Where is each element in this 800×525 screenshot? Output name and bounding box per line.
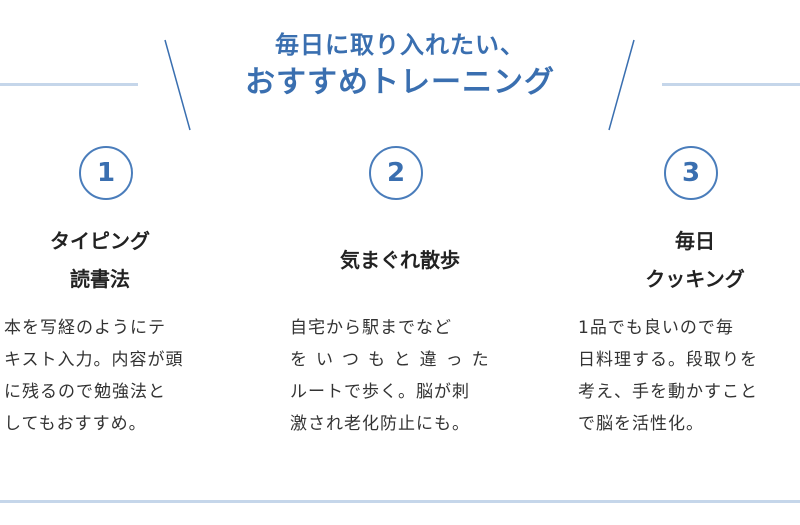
item-description-3-line-4: で脳を活性化。 xyxy=(578,414,704,434)
item-description-2-line-3: ルートで歩く。脳が刺 xyxy=(290,382,470,402)
number-badge-2: 2 xyxy=(369,146,423,200)
item-title-3: 毎日 クッキング xyxy=(590,222,800,298)
decorative-line-bottom xyxy=(0,500,800,503)
slash-left xyxy=(164,39,191,131)
item-description-1-line-2: キスト入力。内容が頭 xyxy=(4,350,184,370)
item-description-3-line-2: 日料理する。段取りを xyxy=(578,350,758,370)
item-description-3-line-1: 1品でも良いので毎 xyxy=(578,318,734,338)
item-description-2-line-4: 激され老化防止にも。 xyxy=(290,414,470,434)
item-description-3-line-3: 考え、手を動かすこと xyxy=(578,382,758,402)
item-title-3-line-1: 毎日 xyxy=(675,229,715,253)
page-heading: 毎日に取り入れたい、 おすすめトレーニング xyxy=(190,28,610,104)
number-badge-3: 3 xyxy=(664,146,718,200)
heading-line-2: おすすめトレーニング xyxy=(245,65,555,100)
item-description-1-line-3: に残るので勉強法と xyxy=(4,382,166,402)
heading-line-1: 毎日に取り入れたい、 xyxy=(275,31,525,59)
item-description-2: 自宅から駅までなど をいつもと違った ルートで歩く。脳が刺 激され老化防止にも。 xyxy=(290,312,515,440)
item-description-1-line-4: してもおすすめ。 xyxy=(4,414,147,434)
item-description-1: 本を写経のようにテ キスト入力。内容が頭 に残るので勉強法と してもおすすめ。 xyxy=(4,312,224,440)
number-badge-1: 1 xyxy=(79,146,133,200)
item-description-3: 1品でも良いので毎 日料理する。段取りを 考え、手を動かすこと で脳を活性化。 xyxy=(578,312,800,440)
item-title-1-line-1: タイピング xyxy=(50,229,150,253)
decorative-line-right xyxy=(662,83,800,86)
item-description-1-line-1: 本を写経のようにテ xyxy=(4,318,166,338)
item-description-2-line-2: をいつもと違った xyxy=(290,350,498,370)
item-title-1-line-2: 読書法 xyxy=(70,267,130,291)
item-title-3-line-2: クッキング xyxy=(645,267,745,291)
decorative-line-left xyxy=(0,83,138,86)
item-description-2-line-1: 自宅から駅までなど xyxy=(290,318,452,338)
item-title-1: タイピング 読書法 xyxy=(0,222,200,298)
slash-right xyxy=(608,39,635,131)
item-title-2-line-1: 気まぐれ散歩 xyxy=(340,248,460,272)
item-title-2: 気まぐれ散歩 xyxy=(280,241,520,279)
